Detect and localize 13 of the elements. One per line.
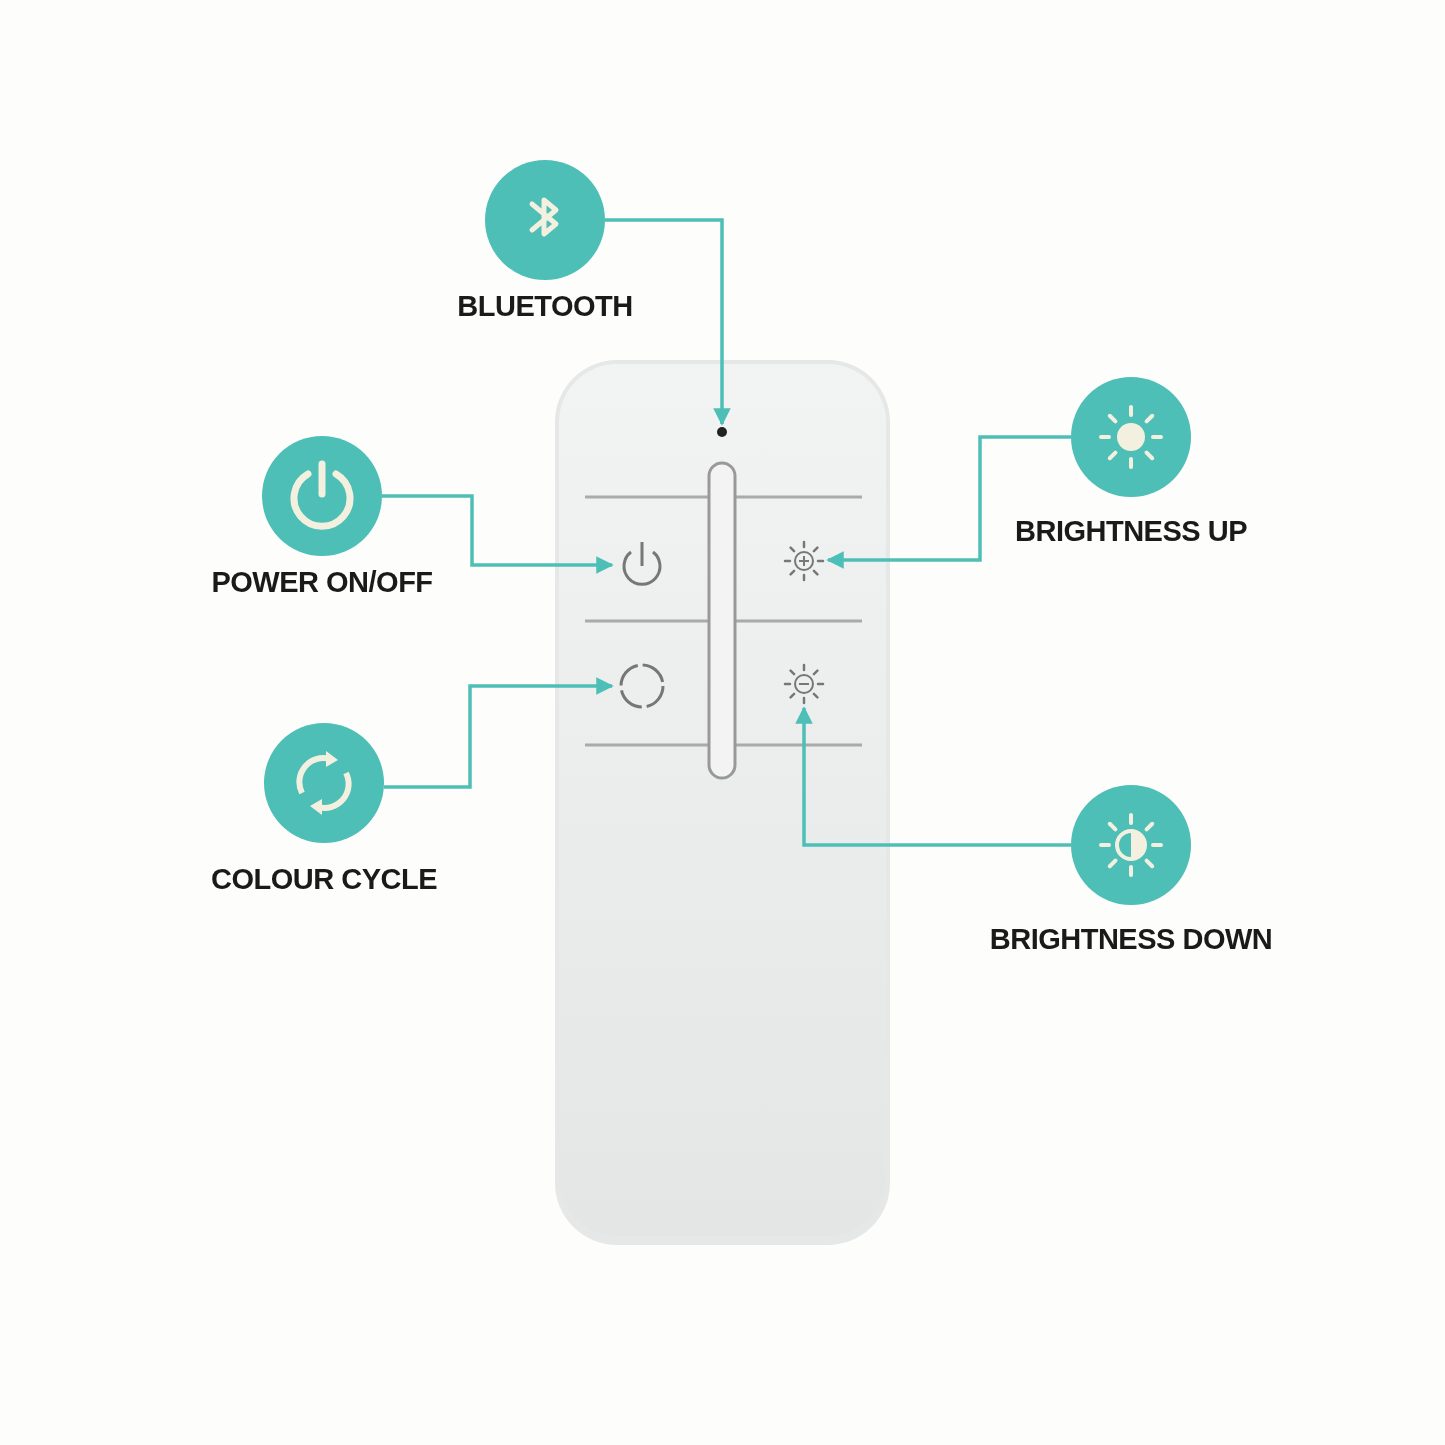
callout-label: BRIGHTNESS UP: [1015, 515, 1247, 548]
callout-label: BLUETOOTH: [457, 290, 633, 323]
indicator-light: [716, 426, 728, 438]
leader-line: [795, 706, 1071, 847]
leader-line: [382, 494, 614, 574]
callout-label: POWER ON/OFF: [211, 566, 433, 599]
brightness-down-button-icon: [782, 662, 826, 706]
callout-label: COLOUR CYCLE: [211, 863, 437, 896]
leader-line: [605, 218, 731, 426]
leader-line: [384, 677, 614, 789]
callout-label: BRIGHTNESS DOWN: [989, 923, 1273, 956]
brightness-up-button-icon: [782, 539, 826, 583]
leader-line: [826, 435, 1071, 569]
